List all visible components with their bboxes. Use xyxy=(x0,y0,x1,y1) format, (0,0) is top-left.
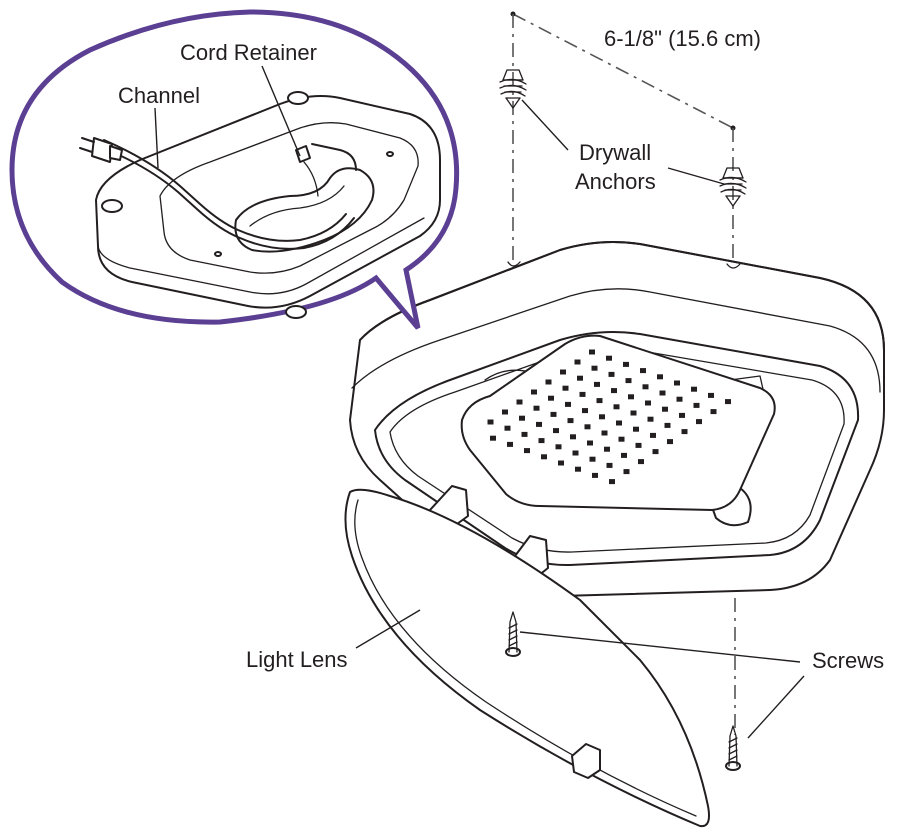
vent-hole xyxy=(579,391,586,397)
vent-hole xyxy=(599,414,605,420)
screws-label: Screws xyxy=(812,648,884,673)
vent-hole xyxy=(521,431,528,437)
vent-hole xyxy=(567,418,574,424)
vent-hole xyxy=(487,419,494,425)
dimension-label: 6-1/8" (15.6 cm) xyxy=(604,26,761,51)
vent-hole xyxy=(613,404,620,410)
screw-right xyxy=(725,725,741,771)
drywall-anchors-label-line2: Anchors xyxy=(575,169,656,194)
vent-hole xyxy=(589,349,595,355)
leader-lines xyxy=(154,65,805,739)
screw-left xyxy=(505,611,521,657)
vent-hole xyxy=(548,395,554,401)
vent-hole xyxy=(570,434,576,440)
vent-hole xyxy=(531,389,537,395)
vent-hole xyxy=(507,441,513,447)
vent-hole xyxy=(635,442,642,448)
vent-hole xyxy=(667,439,673,445)
vent-hole xyxy=(652,449,659,455)
vent-hole xyxy=(577,375,583,381)
vent-hole xyxy=(611,388,617,394)
vent-hole xyxy=(490,435,496,441)
vent-hole xyxy=(541,454,547,460)
light-housing xyxy=(349,241,885,597)
detail-callout xyxy=(9,9,460,330)
vent-hole xyxy=(710,409,717,415)
vent-hole xyxy=(558,460,564,466)
channel-label: Channel xyxy=(118,83,200,108)
vent-hole xyxy=(575,466,581,472)
vent-hole xyxy=(642,384,649,390)
vent-hole xyxy=(587,440,593,446)
vent-hole xyxy=(584,424,591,430)
vent-hole xyxy=(591,365,598,371)
light-lens-label: Light Lens xyxy=(246,647,348,672)
vent-hole xyxy=(679,412,685,418)
plug-icon xyxy=(79,137,123,163)
vent-hole xyxy=(659,390,666,396)
vent-hole xyxy=(550,411,557,417)
vent-holes xyxy=(487,349,731,485)
vent-hole xyxy=(536,421,542,427)
vent-hole xyxy=(693,402,700,408)
vent-hole xyxy=(596,398,603,404)
drywall-anchors-label-line1: Drywall xyxy=(579,140,651,165)
vent-hole xyxy=(504,425,511,431)
cord-retainer-label: Cord Retainer xyxy=(180,40,317,65)
vent-hole xyxy=(725,399,731,405)
vent-hole xyxy=(555,444,562,450)
vent-hole xyxy=(618,436,625,442)
vent-hole xyxy=(625,378,632,384)
vent-hole xyxy=(592,472,598,478)
vent-hole xyxy=(538,438,545,444)
vent-hole xyxy=(696,419,702,425)
vent-hole xyxy=(662,406,668,412)
vent-hole xyxy=(633,426,639,432)
vent-hole xyxy=(572,450,579,456)
vent-hole xyxy=(640,368,646,374)
vent-hole xyxy=(533,405,540,411)
vent-hole xyxy=(562,385,569,391)
vent-hole xyxy=(524,448,530,454)
vent-hole xyxy=(708,392,714,398)
vent-hole xyxy=(623,469,630,475)
vent-hole xyxy=(545,379,552,385)
vent-hole xyxy=(691,386,697,392)
vent-hole xyxy=(645,400,651,406)
vent-hole xyxy=(638,459,644,465)
vent-hole xyxy=(650,432,656,438)
vent-hole xyxy=(674,380,680,386)
vent-hole xyxy=(565,401,571,407)
vent-hole xyxy=(621,452,627,458)
drywall-anchor-right xyxy=(719,167,747,207)
vent-hole xyxy=(560,369,566,375)
vent-hole xyxy=(606,355,612,361)
vent-hole xyxy=(657,374,663,380)
light-lens xyxy=(344,488,710,828)
vent-hole xyxy=(594,381,600,387)
vent-hole xyxy=(502,409,508,415)
drywall-anchor-left xyxy=(499,69,527,109)
vent-hole xyxy=(589,456,596,462)
vent-hole xyxy=(681,429,688,435)
vent-hole xyxy=(609,479,615,485)
vent-hole xyxy=(553,428,559,434)
vent-hole xyxy=(676,396,683,402)
vent-hole xyxy=(606,462,613,468)
vent-hole xyxy=(647,416,654,422)
vent-hole xyxy=(516,399,523,405)
vent-hole xyxy=(608,371,615,377)
vent-hole xyxy=(574,359,581,365)
vent-hole xyxy=(519,415,525,421)
vent-hole xyxy=(601,430,608,436)
vent-hole xyxy=(630,410,637,416)
vent-hole xyxy=(616,420,622,426)
vent-hole xyxy=(623,361,629,367)
vent-hole xyxy=(582,408,588,414)
vent-hole xyxy=(628,394,634,400)
vent-hole xyxy=(664,422,671,428)
vent-hole xyxy=(604,446,610,452)
